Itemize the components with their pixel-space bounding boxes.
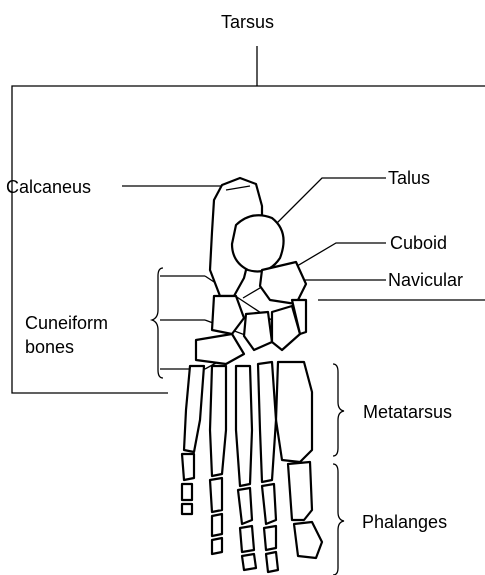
label-navicular: Navicular	[388, 270, 463, 290]
label-metatarsus: Metatarsus	[363, 402, 452, 422]
foot-bones	[182, 178, 322, 572]
label-tarsus: Tarsus	[221, 12, 274, 32]
label-cuneiform-line2: bones	[25, 337, 74, 357]
label-cuneiform-line1: Cuneiform	[25, 313, 108, 333]
label-talus: Talus	[388, 168, 430, 188]
label-calcaneus: Calcaneus	[6, 177, 91, 197]
metatarsus-brace	[333, 364, 344, 456]
phalanges-brace	[333, 464, 344, 575]
label-cuboid: Cuboid	[390, 233, 447, 253]
label-phalanges: Phalanges	[362, 512, 447, 532]
